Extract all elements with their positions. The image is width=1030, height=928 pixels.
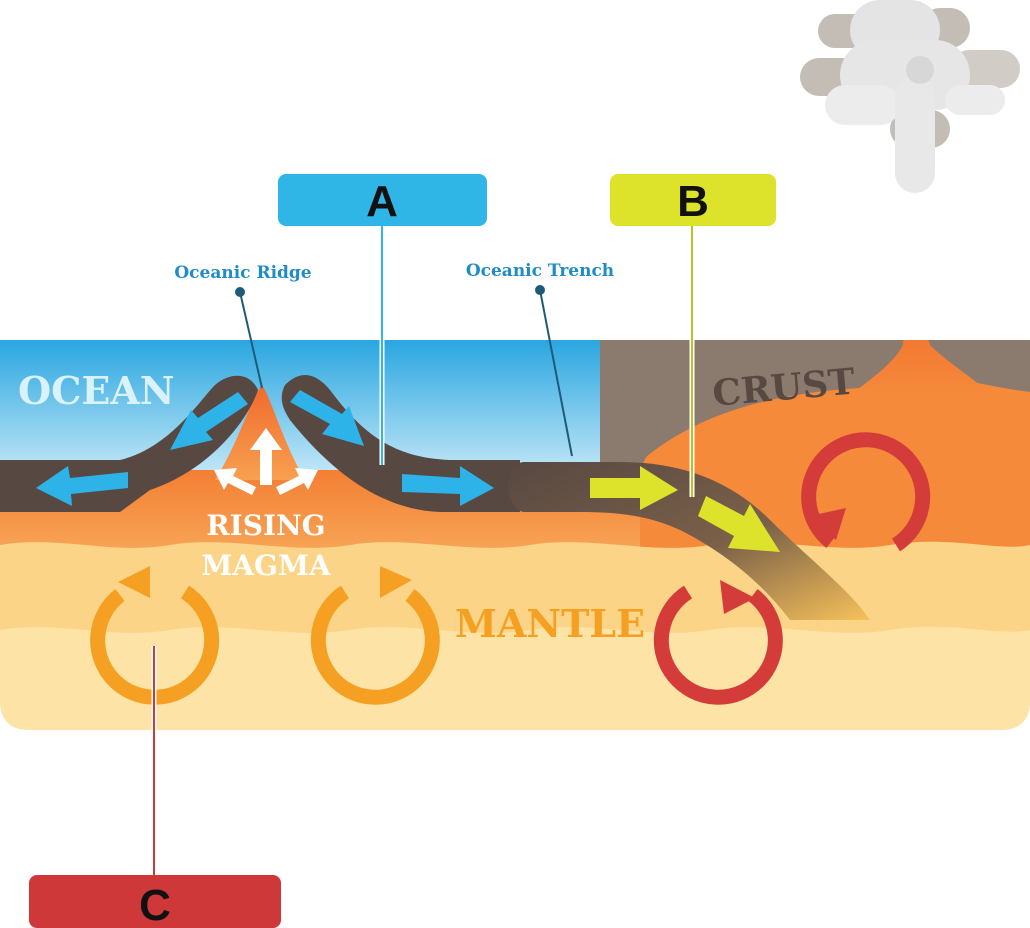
plate-flow-arrows-blue [36,390,494,506]
flow-arrow-icon [36,466,128,506]
convection-arrow-head [720,580,755,614]
label-box-c-text: C [139,881,171,928]
arrow-up-icon [250,428,282,485]
flow-arrow-icon [590,466,678,510]
label-box-b-text: B [677,177,709,226]
subducting-slab [508,462,870,620]
plate-flow-arrows-yellow [590,466,780,552]
convection-arrow-head [118,566,150,598]
magma-label: MAGMA [201,549,332,582]
convection-arrow-head [380,566,412,598]
flow-arrow-icon [698,496,780,552]
convection-arrow-head [810,508,846,540]
arrow-up-left-icon [214,468,256,495]
rising-label: RISING [206,509,325,542]
mantle-label: MANTLE [455,601,645,646]
flow-arrow-icon [170,392,248,450]
label-box-a[interactable]: A [278,174,487,226]
oceanic-ridge-label: Oceanic Ridge [174,263,311,283]
ocean-label: OCEAN [18,368,175,413]
oceanic-trench-label: Oceanic Trench [466,261,614,281]
label-box-a-text: A [366,177,398,226]
flow-arrow-icon [402,466,494,506]
smoke-cloud-icon [800,0,1020,193]
convection-cells [98,440,923,698]
arrow-up-right-icon [276,468,318,495]
rising-magma-arrows [214,428,318,495]
label-box-b[interactable]: B [610,174,776,226]
label-box-c[interactable]: C [29,875,281,928]
cross-section [0,340,1030,730]
leader-lines [151,224,695,876]
flow-arrow-icon [290,390,364,446]
